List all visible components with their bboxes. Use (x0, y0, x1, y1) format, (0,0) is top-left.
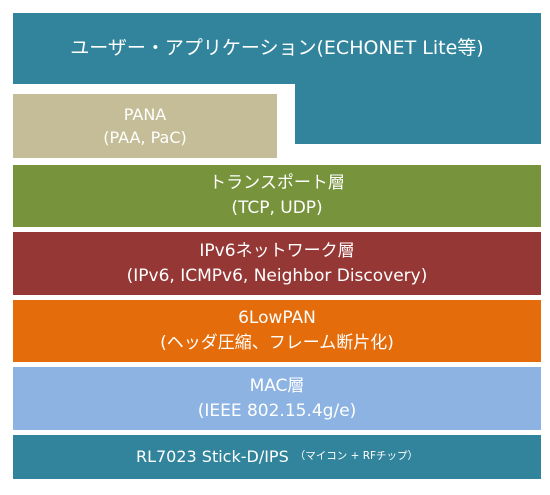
hardware-layer: RL7023 Stick-D/IPS （マイコン + RFチップ） (11, 433, 543, 481)
transport-layer-detail: (TCP, UDP) (231, 198, 323, 218)
ipv6-network-layer: IPv6ネットワーク層 (IPv6, ICMPv6, Neighbor Disc… (11, 230, 543, 297)
transport-layer-title: トランスポート層 (209, 173, 345, 194)
mac-layer-title: MAC層 (249, 375, 305, 396)
pana-layer-detail: (PAA, PaC) (103, 128, 187, 147)
ipv6-layer-detail: (IPv6, ICMPv6, Neighbor Discovery) (126, 265, 428, 286)
application-layer-join (295, 80, 541, 86)
application-layer-label: ユーザー・アプリケーション(ECHONET Lite等) (70, 36, 484, 59)
6lowpan-layer: 6LowPAN (ヘッダ圧縮、フレーム断片化) (11, 298, 543, 364)
pana-layer-title: PANA (123, 104, 167, 124)
6lowpan-layer-detail: (ヘッダ圧縮、フレーム断片化) (160, 333, 394, 353)
6lowpan-layer-title: 6LowPAN (238, 308, 316, 329)
hardware-layer-title: RL7023 Stick-D/IPS (135, 447, 289, 467)
transport-layer: トランスポート層 (TCP, UDP) (11, 163, 543, 229)
mac-layer-detail: (IEEE 802.15.4g/e) (197, 400, 357, 421)
ipv6-layer-title: IPv6ネットワーク層 (199, 240, 355, 261)
application-layer: ユーザー・アプリケーション(ECHONET Lite等) (11, 11, 543, 84)
application-layer-extension (293, 82, 543, 146)
pana-layer: PANA (PAA, PaC) (11, 92, 279, 160)
hardware-layer-note: （マイコン + RFチップ） (294, 450, 419, 463)
mac-layer: MAC層 (IEEE 802.15.4g/e) (11, 365, 543, 432)
